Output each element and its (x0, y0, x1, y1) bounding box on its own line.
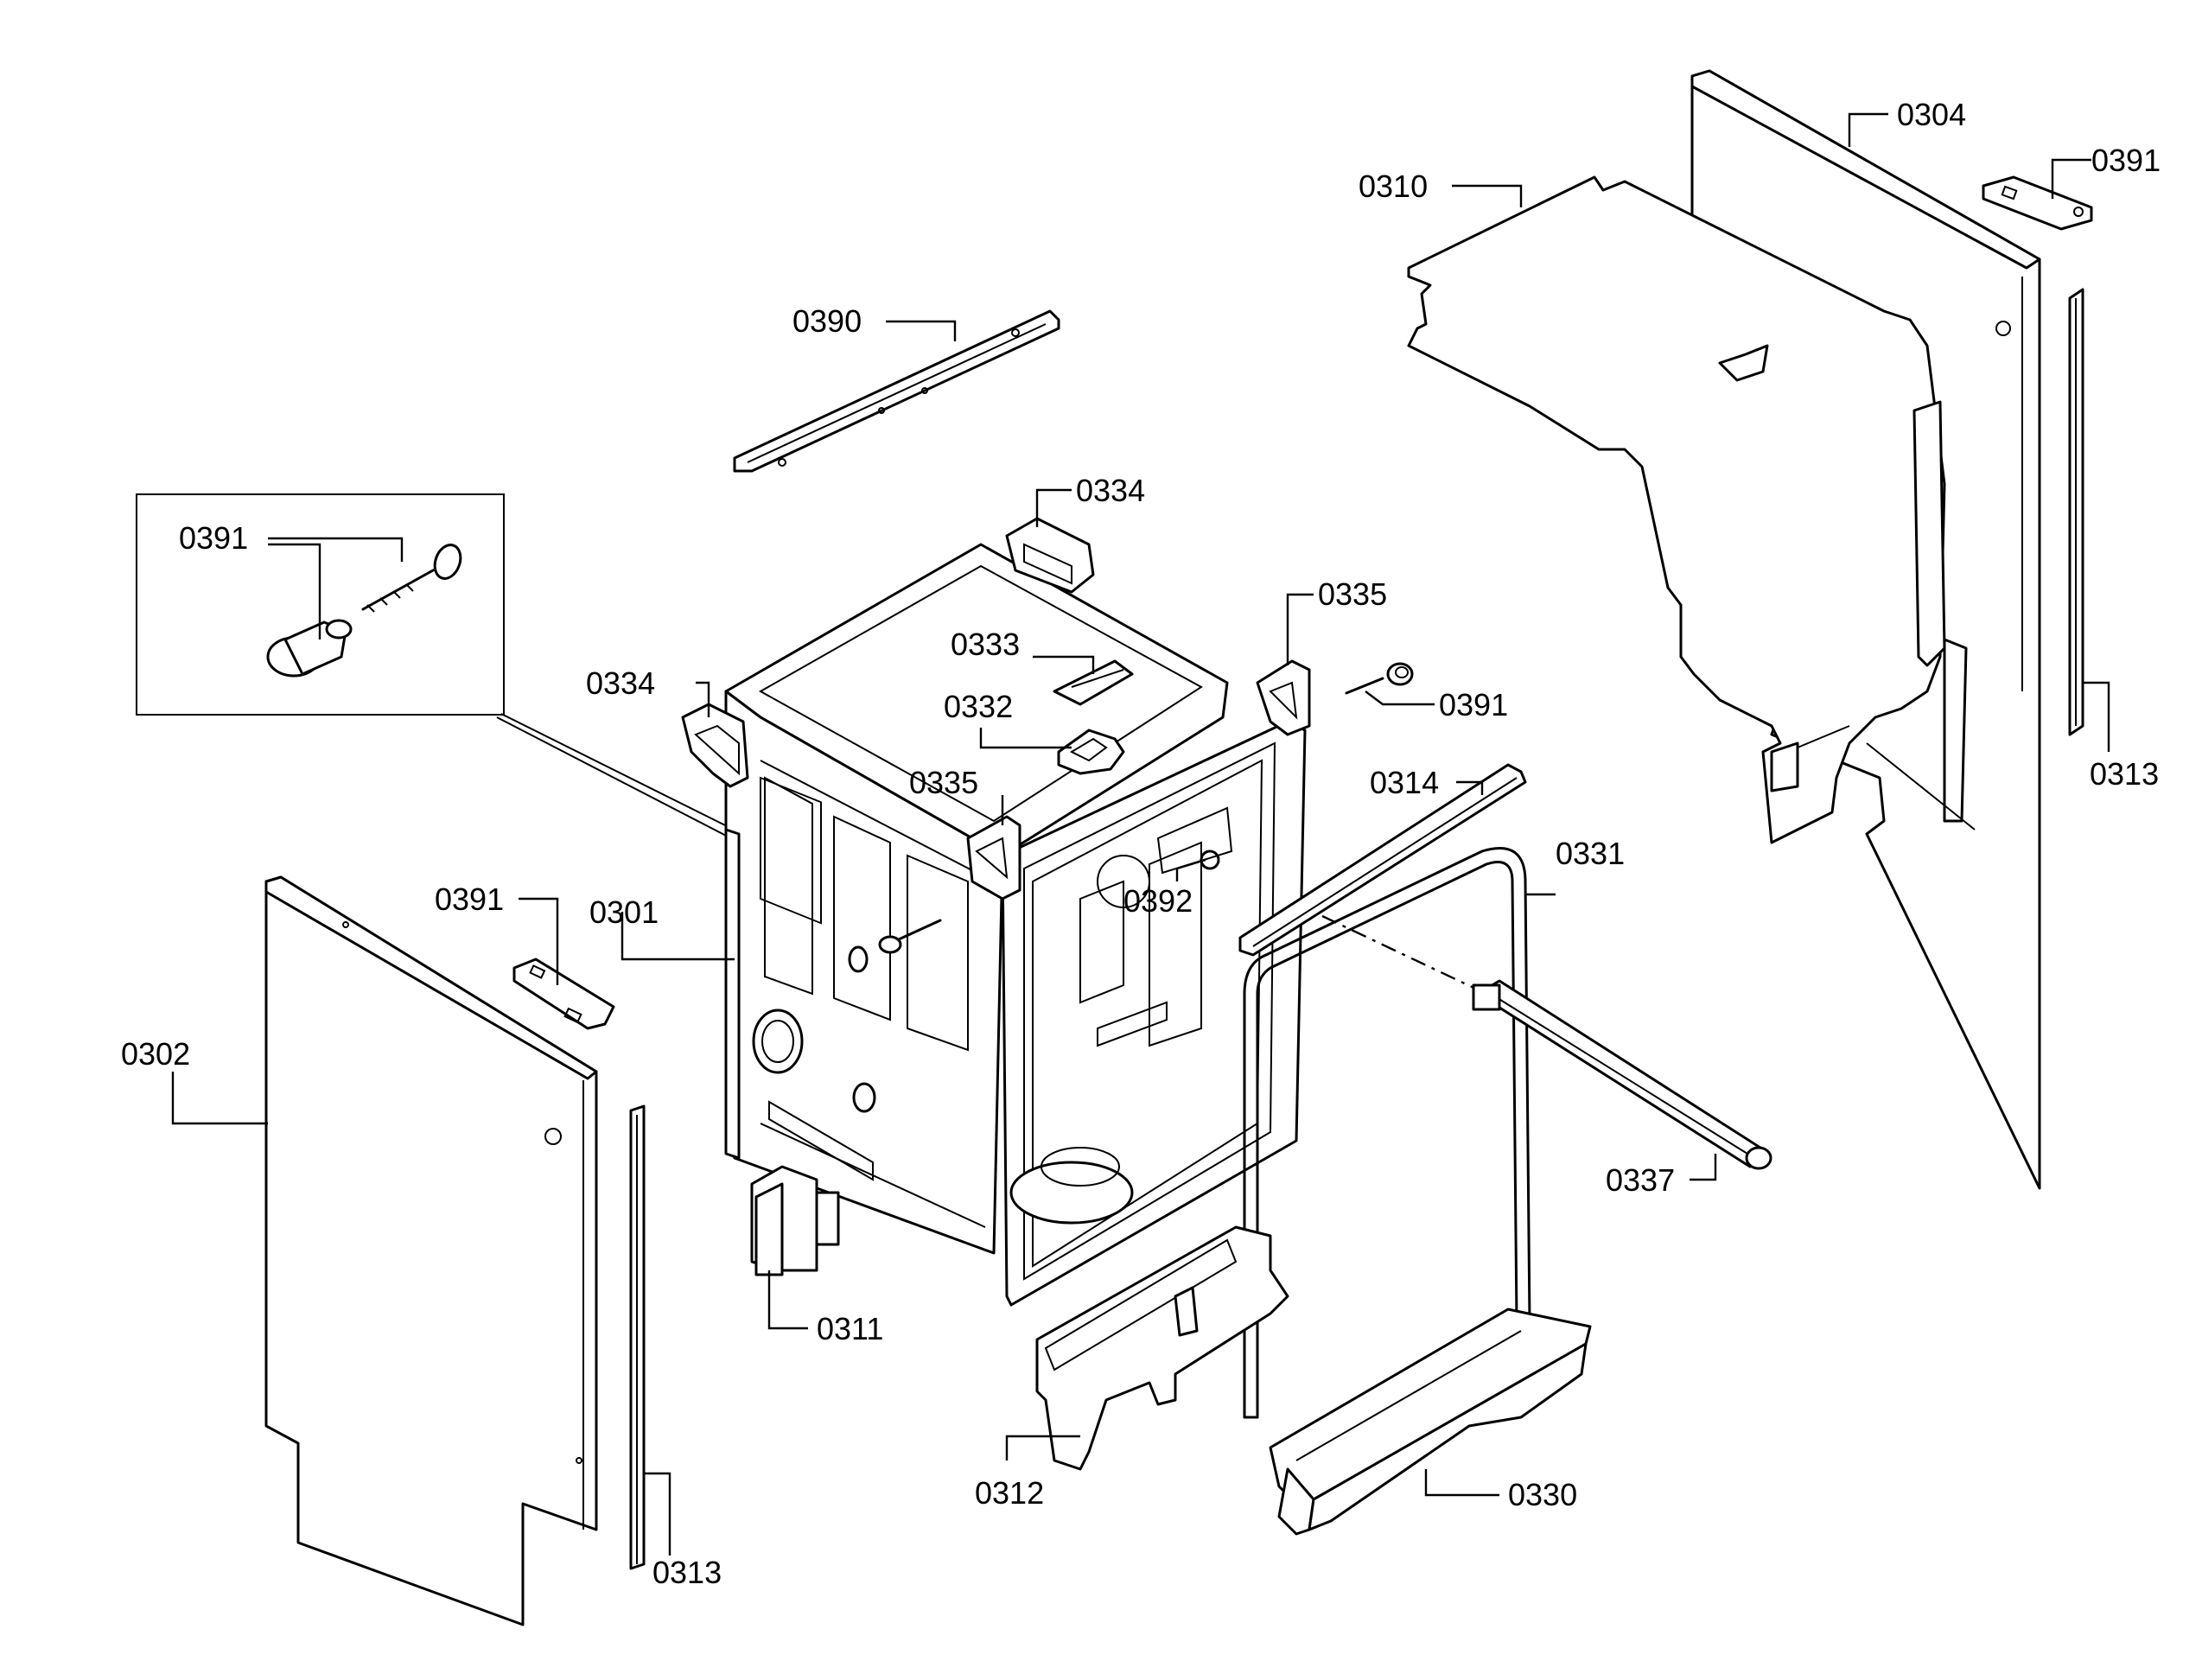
bracket-0391-top-right (1982, 175, 2093, 231)
callout-0390: 0390 (792, 303, 862, 339)
trim-strip-0313-right (2068, 288, 2084, 736)
door-lock-0332 (1057, 729, 1125, 775)
wall-anchor (266, 619, 353, 678)
callout-0301: 0301 (589, 894, 659, 930)
callout-0310: 0310 (1359, 169, 1428, 204)
callout-0337: 0337 (1606, 1162, 1675, 1198)
leader-lines (171, 112, 2110, 1556)
callout-0333: 0333 (951, 627, 1020, 662)
trim-strip-0314 (1238, 763, 1527, 957)
callout-0334-top: 0334 (1076, 473, 1145, 508)
callout-0313-bottom: 0313 (652, 1555, 722, 1590)
side-panel-left-0302 (264, 875, 598, 1626)
callout-0331: 0331 (1556, 836, 1625, 871)
kick-plate-0330 (1269, 1308, 1592, 1536)
callout-0311: 0311 (817, 1311, 883, 1346)
callout-0335-right: 0335 (1318, 576, 1387, 612)
callout-0391-top-right: 0391 (2091, 143, 2161, 178)
callout-0392: 0392 (1123, 883, 1193, 919)
bracket-0335-mid (966, 815, 1021, 900)
rail-0337 (1472, 979, 1772, 1170)
base-block-0311 (754, 1182, 784, 1276)
bushing-0392 (1156, 806, 1233, 875)
callout-0335-mid: 0335 (909, 765, 978, 800)
bracket-0334-left (681, 703, 749, 788)
base-panel-0312 (1035, 1225, 1289, 1471)
callout-0334-left: 0334 (586, 665, 655, 701)
callout-0313-right: 0313 (2090, 756, 2159, 792)
callout-labels: 0304 0391 0310 0313 0390 0334 0391 0335 … (121, 97, 2161, 1590)
callout-0391-left: 0391 (435, 881, 504, 917)
callout-0304: 0304 (1897, 97, 1966, 132)
assembly-axis (1321, 914, 1487, 996)
tub-assembly-0301 (724, 543, 1229, 1272)
screw-anchor-0391-mid (1345, 662, 1414, 695)
top-plate-0390 (733, 309, 1060, 473)
trim-strip-0313-left (629, 1104, 646, 1570)
callout-0332: 0332 (944, 689, 1013, 724)
callout-0302: 0302 (121, 1036, 190, 1072)
wood-screw (361, 544, 462, 613)
detail-inset-box (136, 493, 891, 917)
door-seal-0331 (1243, 847, 1531, 1419)
callout-0312: 0312 (975, 1475, 1044, 1511)
callout-0330: 0330 (1508, 1477, 1577, 1512)
door-frame-front (1001, 720, 1307, 1307)
screw-anchor-tub-side (878, 919, 942, 954)
insulation-mat-0310 (1407, 175, 1946, 844)
callout-0391-mid: 0391 (1439, 687, 1508, 722)
bracket-0335-right (1256, 659, 1311, 736)
door-latch-0333 (1053, 659, 1134, 706)
callout-0391-inset: 0391 (179, 520, 248, 556)
bracket-0391-left (512, 958, 615, 1030)
callout-0314: 0314 (1370, 765, 1439, 800)
